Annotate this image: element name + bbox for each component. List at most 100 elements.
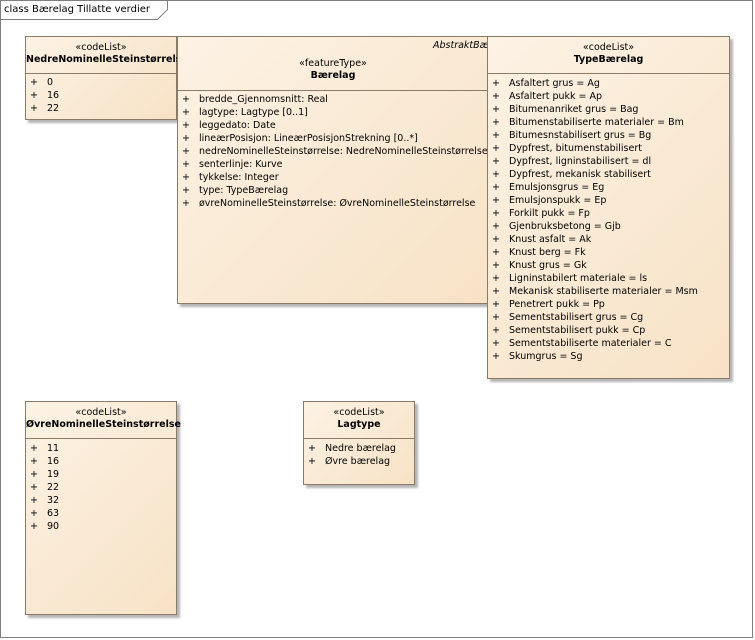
visibility-marker: + xyxy=(492,260,500,271)
item-label: Sementstabilisert grus = Cg xyxy=(509,312,644,323)
class-item: +32 xyxy=(26,494,176,507)
class-item: +11 xyxy=(26,442,176,455)
class-item: +16 xyxy=(26,89,176,102)
class-items: +0+16+22 xyxy=(26,76,176,115)
visibility-marker: + xyxy=(492,208,500,219)
class-header: «featureType» Bærelag xyxy=(178,37,488,82)
class-name: ØvreNominelleSteinstørrelse xyxy=(26,419,181,430)
visibility-marker: + xyxy=(182,120,190,131)
visibility-marker: + xyxy=(492,169,500,180)
item-label: Sementstabiliserte materialer = C xyxy=(509,338,672,349)
item-label: Bitumenanriket grus = Bag xyxy=(509,104,639,115)
class-baerelag[interactable]: «featureType» Bærelag + bredde_Gjennomsni… xyxy=(177,36,489,304)
class-ovre-nominelle-steinstorrelse[interactable]: «codeList» ØvreNominelleSteinstørrelse +… xyxy=(25,401,181,615)
visibility-marker: + xyxy=(182,107,190,118)
class-stereotype: «codeList» xyxy=(75,42,127,53)
class-item: +Asfaltert grus = Ag xyxy=(488,77,729,90)
diagram-title-tab: class Bærelag Tillatte verdier xyxy=(0,0,168,20)
class-item: + Forkilt pukk = Fp xyxy=(488,207,729,220)
class-items: + Nedre bærelag+Øvre bærelag xyxy=(304,442,414,468)
item-label: Asfaltert grus = Ag xyxy=(509,78,600,89)
visibility-marker: + xyxy=(492,325,500,336)
item-label: Forkilt pukk = Fp xyxy=(509,208,590,219)
class-item: +Mekanisk stabiliserte materialer = Msm xyxy=(488,285,729,298)
item-label: 19 xyxy=(47,469,60,480)
class-header: «codeList» NedreNominelleSteinstørrelse xyxy=(26,37,188,66)
visibility-marker: + xyxy=(30,508,38,519)
item-label: bredde_Gjennomsnitt: Real xyxy=(199,94,328,105)
class-item: + Knust asfalt = Ak xyxy=(488,233,729,246)
visibility-marker: + xyxy=(492,312,500,323)
class-stereotype: «codeList» xyxy=(75,407,127,418)
visibility-marker: + xyxy=(492,351,500,362)
class-item: +22 xyxy=(26,481,176,494)
item-label: Mekanisk stabiliserte materialer = Msm xyxy=(509,286,698,297)
item-label: Bitumesnstabilisert grus = Bg xyxy=(509,130,652,141)
class-items: +11+16+19+22+32+63+90 xyxy=(26,442,176,533)
class-nedre-nominelle-steinstorrelse[interactable]: «codeList» NedreNominelleSteinstørrelse … xyxy=(25,36,188,120)
visibility-marker: + xyxy=(30,456,38,467)
class-item: +Knust grus = Gk xyxy=(488,259,729,272)
visibility-marker: + xyxy=(492,130,500,141)
item-label: Sementstabilisert pukk = Cp xyxy=(509,325,646,336)
visibility-marker: + xyxy=(182,172,190,183)
class-item: + Bitumesnstabilisert grus = Bg xyxy=(488,129,729,142)
item-label: nedreNominelleSteinstørrelse: NedreNomin… xyxy=(199,146,488,157)
class-item: +Bitumenstabiliserte materialer = Bm xyxy=(488,116,729,129)
class-item: + tykkelse: Integer xyxy=(178,171,488,184)
class-item: + Sementstabilisert grus = Cg xyxy=(488,311,729,324)
item-label: Knust asfalt = Ak xyxy=(509,234,592,245)
class-item: +63 xyxy=(26,507,176,520)
item-label: Penetrert pukk = Pp xyxy=(509,299,605,310)
item-label: type: TypeBærelag xyxy=(199,185,289,196)
visibility-marker: + xyxy=(30,90,38,101)
item-label: øvreNominelleSteinstørrelse: ØvreNominel… xyxy=(199,198,476,209)
class-separator xyxy=(26,438,176,439)
class-item: +øvreNominelleSteinstørrelse: ØvreNomine… xyxy=(178,197,488,210)
item-label: 16 xyxy=(47,90,60,101)
item-label: 16 xyxy=(47,456,60,467)
class-item: +Penetrert pukk = Pp xyxy=(488,298,729,311)
visibility-marker: + xyxy=(30,103,38,114)
item-label: 22 xyxy=(47,103,60,114)
item-label: leggedato: Date xyxy=(199,120,276,131)
item-label: Dypfrest, ligninstabilisert = dl xyxy=(509,156,652,167)
visibility-marker: + xyxy=(182,94,190,105)
class-item: +Dypfrest, mekanisk stabilisert xyxy=(488,168,729,181)
visibility-marker: + xyxy=(492,195,500,206)
visibility-marker: + xyxy=(492,156,500,167)
visibility-marker: + xyxy=(492,338,500,349)
item-label: lineærPosisjon: LineærPosisjonStrekning … xyxy=(199,133,418,144)
diagram-title: class Bærelag Tillatte verdier xyxy=(4,4,150,15)
class-separator xyxy=(26,73,176,74)
item-label: tykkelse: Integer xyxy=(199,172,279,183)
class-item: +Knust berg = Fk xyxy=(488,246,729,259)
visibility-marker: + xyxy=(492,221,500,232)
class-items: + bredde_Gjennomsnitt: Real+lagtype: Lagt… xyxy=(178,93,488,210)
item-label: senterlinje: Kurve xyxy=(199,159,283,170)
class-item: +Øvre bærelag xyxy=(304,455,414,468)
class-item: +19 xyxy=(26,468,176,481)
visibility-marker: + xyxy=(492,234,500,245)
visibility-marker: + xyxy=(492,143,500,154)
item-label: Ligninstabilert materiale = ls xyxy=(509,273,648,284)
class-item: + Skumgrus = Sg xyxy=(488,350,729,363)
visibility-marker: + xyxy=(30,482,38,493)
visibility-marker: + xyxy=(308,443,316,454)
item-label: Skumgrus = Sg xyxy=(509,351,583,362)
class-item: +lagtype: Lagtype [0..1] xyxy=(178,106,488,119)
item-label: Nedre bærelag xyxy=(325,443,396,454)
class-type-baerelag[interactable]: «codeList» TypeBærelag +Asfaltert grus =… xyxy=(487,36,730,379)
class-item: +senterlinje: Kurve xyxy=(178,158,488,171)
item-label: 11 xyxy=(47,443,60,454)
class-item: +Emulsjonsgrus = Eg xyxy=(488,181,729,194)
class-lagtype[interactable]: «codeList» Lagtype +Nedre bærelag+Øvre b… xyxy=(303,401,415,485)
visibility-marker: + xyxy=(492,273,500,284)
visibility-marker: + xyxy=(492,104,500,115)
class-item: + Sementstabiliserte materialer = C xyxy=(488,337,729,350)
class-header: «codeList» ØvreNominelleSteinstørrelse xyxy=(26,402,181,431)
item-label: 32 xyxy=(47,495,60,506)
class-name: Lagtype xyxy=(337,419,381,430)
item-label: Emulsjonspukk = Ep xyxy=(509,195,607,206)
class-item: + bredde_Gjennomsnitt: Real xyxy=(178,93,488,106)
